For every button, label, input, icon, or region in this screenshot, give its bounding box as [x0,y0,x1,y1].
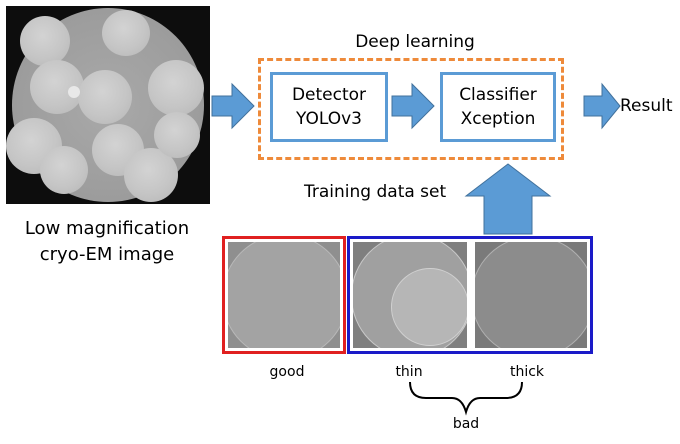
good-example-frame [222,236,346,354]
bad-label: bad [452,416,480,432]
thin-region [391,268,467,346]
hole [154,112,200,158]
deep-learning-label: Deep learning [355,32,475,52]
caption-line-1: Low magnification [24,218,190,239]
classifier-box: Classifier Xception [440,72,556,142]
deep-learning-box [258,58,564,160]
cryo-em-image [6,6,210,204]
hole [40,146,88,194]
bright-hole [68,86,80,98]
good-micrograph [228,242,340,348]
thick-label: thick [509,364,545,380]
thick-hole [475,242,587,348]
grid-square [6,8,204,202]
arrow-to-result [583,82,621,130]
classifier-model: Xception [460,109,536,129]
bad-example-frame [347,236,593,354]
caption-line-2: cryo-EM image [39,244,175,265]
thick-micrograph [475,242,587,348]
thin-micrograph [353,242,467,348]
arrow-training-up [464,163,552,235]
arrow-detector-to-classifier [391,82,435,130]
good-label: good [269,364,305,380]
detector-title: Detector [291,85,367,105]
detector-box: Detector YOLOv3 [270,72,388,142]
thin-label: thin [395,364,423,380]
detector-model: YOLOv3 [296,109,362,129]
training-label: Training data set [304,182,447,202]
result-label: Result [620,96,673,116]
bad-brace [409,381,523,416]
hole [78,70,132,124]
hole [148,60,204,116]
classifier-title: Classifier [459,85,537,105]
good-hole [228,242,340,348]
hole [124,148,178,202]
hole [102,10,150,56]
hole [20,16,70,66]
image-caption: Low magnification cryo-EM image [12,216,202,268]
arrow-to-detector [211,82,255,130]
